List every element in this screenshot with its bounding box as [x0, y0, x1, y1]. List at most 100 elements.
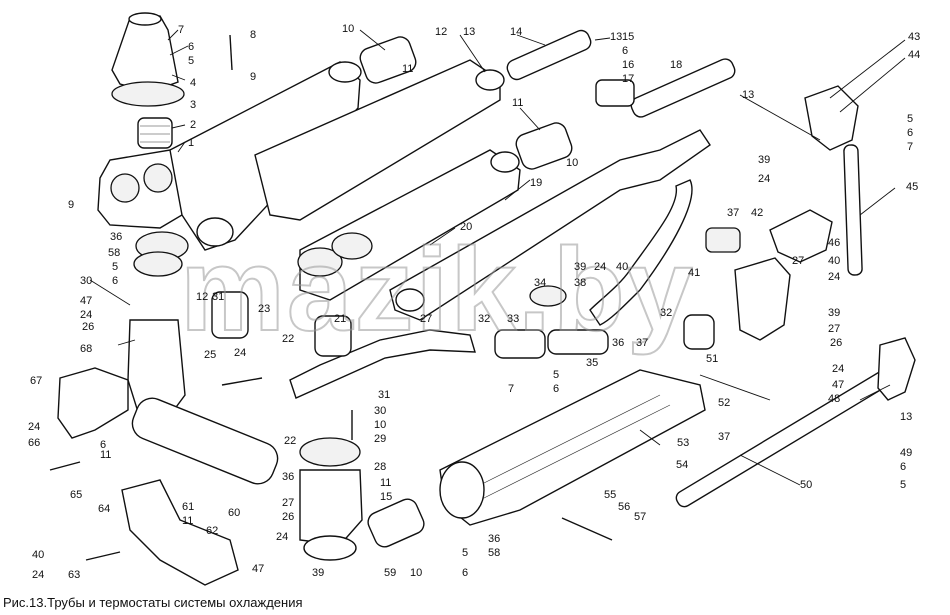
- gasket-58: [133, 251, 183, 277]
- part-number-48: 48: [828, 393, 840, 405]
- part-number-24: 24: [828, 271, 840, 283]
- thermostat-housing-44: [804, 85, 859, 151]
- part-number-6: 6: [112, 275, 118, 287]
- bolt-65: [49, 461, 81, 471]
- part-number-17: 17: [622, 73, 634, 85]
- part-number-7: 7: [508, 383, 514, 395]
- pipe-35: [547, 329, 609, 355]
- part-number-51: 51: [706, 353, 718, 365]
- hose-21: [314, 315, 352, 357]
- part-number-60: 60: [228, 507, 240, 519]
- pipe-50: [675, 368, 895, 508]
- part-number-8: 8: [250, 29, 256, 41]
- part-number-47: 47: [80, 295, 92, 307]
- bolt-57: [561, 517, 613, 541]
- part-number-40: 40: [616, 261, 628, 273]
- part-number-40: 40: [32, 549, 44, 561]
- part-number-27: 27: [282, 497, 294, 509]
- part-number-28: 28: [374, 461, 386, 473]
- part-number-27: 27: [420, 313, 432, 325]
- part-number-59: 59: [384, 567, 396, 579]
- part-number-31: 31: [378, 389, 390, 401]
- gasket-3: [111, 81, 185, 107]
- part-number-56: 56: [618, 501, 630, 513]
- elbow-48: [877, 337, 916, 401]
- part-number-6: 6: [907, 127, 913, 139]
- part-number-14: 14: [510, 26, 522, 38]
- hose-10-middle: [515, 122, 573, 170]
- flange-17: [595, 79, 635, 107]
- water-manifold-19: [389, 129, 711, 321]
- part-number-27: 27: [792, 255, 804, 267]
- part-number-53: 53: [677, 437, 689, 449]
- part-number-30: 30: [80, 275, 92, 287]
- part-number-7: 7: [178, 24, 184, 36]
- housing-28: [299, 469, 363, 546]
- part-number-39: 39: [758, 154, 770, 166]
- part-number-49: 49: [900, 447, 912, 459]
- part-number-61: 61: [182, 501, 194, 513]
- clamp-34: [529, 285, 567, 307]
- part-number-32: 32: [660, 307, 672, 319]
- part-number-5: 5: [907, 113, 913, 125]
- manifold-end-left: [196, 217, 234, 247]
- part-number-32: 32: [478, 313, 490, 325]
- part-number-45: 45: [906, 181, 918, 193]
- part-number-47: 47: [252, 563, 264, 575]
- part-number-44: 44: [908, 49, 920, 61]
- part-number-29: 29: [374, 433, 386, 445]
- part-number-33: 33: [507, 313, 519, 325]
- part-number-26: 26: [282, 511, 294, 523]
- part-number-52: 52: [718, 397, 730, 409]
- part-number-10: 10: [410, 567, 422, 579]
- part-number-65: 65: [70, 489, 82, 501]
- part-number-15: 15: [380, 491, 392, 503]
- part-number-21: 21: [334, 313, 346, 325]
- part-number-6: 6: [100, 439, 106, 451]
- part-number-18: 18: [670, 59, 682, 71]
- part-number-11: 11: [512, 97, 523, 109]
- part-number-67: 67: [30, 375, 42, 387]
- bolt-63: [85, 551, 121, 561]
- bolt-8: [229, 34, 233, 71]
- part-number-3: 3: [190, 99, 196, 111]
- part-number-24: 24: [28, 421, 40, 433]
- part-number-25: 25: [204, 349, 216, 361]
- part-number-64: 64: [98, 503, 110, 515]
- heat-exchanger-end: [439, 461, 485, 519]
- part-number-36: 36: [612, 337, 624, 349]
- part-number-57: 57: [634, 511, 646, 523]
- part-number-24: 24: [758, 173, 770, 185]
- part-number-68: 68: [80, 343, 92, 355]
- part-number-13: 13: [900, 411, 912, 423]
- part-number-38: 38: [574, 277, 586, 289]
- part-number-24: 24: [234, 347, 246, 359]
- part-number-15: 15: [622, 31, 634, 43]
- part-number-36: 36: [488, 533, 500, 545]
- part-number-4: 4: [190, 77, 196, 89]
- part-number-36: 36: [110, 231, 122, 243]
- part-number-6: 6: [900, 461, 906, 473]
- part-number-43: 43: [908, 31, 920, 43]
- part-number-37: 37: [718, 431, 730, 443]
- part-number-13: 13: [742, 89, 754, 101]
- part-number-1: 1: [188, 137, 194, 149]
- part-number-6: 6: [622, 45, 628, 57]
- part-number-24: 24: [832, 363, 844, 375]
- part-number-39: 39: [312, 567, 324, 579]
- hose-22: [131, 397, 279, 485]
- part-number-10: 10: [342, 23, 354, 35]
- part-number-2: 2: [190, 119, 196, 131]
- part-number-22: 22: [284, 435, 296, 447]
- part-number-46: 46: [828, 237, 840, 249]
- part-number-58: 58: [108, 247, 120, 259]
- hose-23: [211, 291, 249, 339]
- hose-10-upper: [359, 36, 417, 84]
- figure-caption: Рис.13.Трубы и термостаты системы охлажд…: [3, 595, 303, 610]
- part-number-12: 12: [435, 26, 447, 38]
- part-number-7: 7: [907, 141, 913, 153]
- watermark-text: mazik.by: [180, 224, 694, 356]
- part-number-41: 41: [688, 267, 700, 279]
- pipe-31: [289, 329, 476, 399]
